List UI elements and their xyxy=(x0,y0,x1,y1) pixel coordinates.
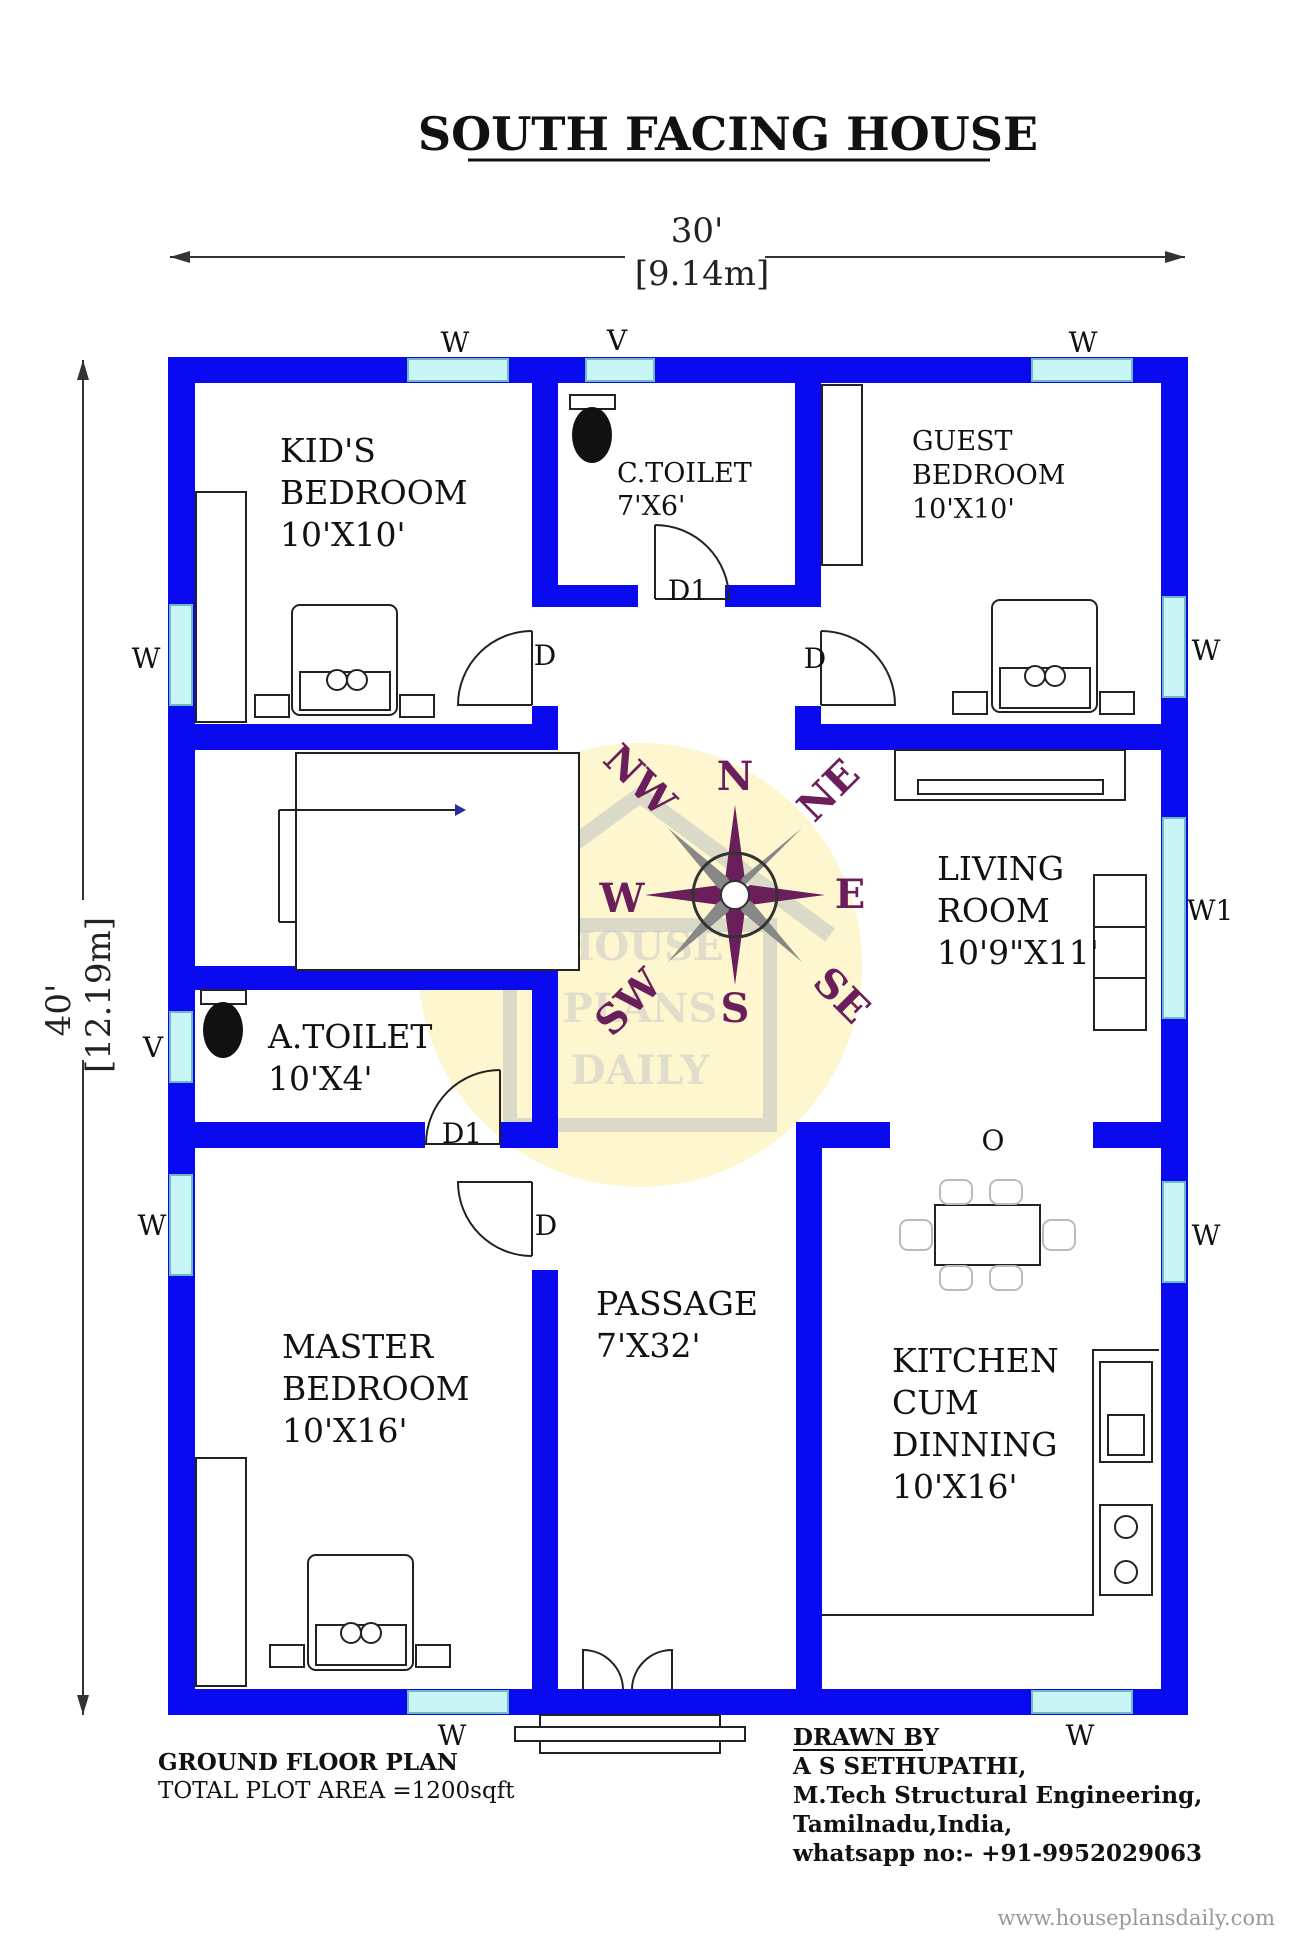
door-label: D xyxy=(534,639,556,672)
living-room-size: 10'9"X11' xyxy=(937,933,1099,972)
window-label: W xyxy=(438,1719,467,1752)
master-bedroom-label: MASTER xyxy=(282,1327,434,1366)
author-location: Tamilnadu,India, xyxy=(793,1811,1012,1838)
width-m: [9.14m] xyxy=(635,254,769,294)
author-qualification: M.Tech Structural Engineering, xyxy=(793,1782,1202,1809)
opening-label: O xyxy=(982,1124,1005,1157)
doors xyxy=(424,524,897,1754)
svg-text:PLANS: PLANS xyxy=(563,985,718,1032)
svg-text:DAILY: DAILY xyxy=(571,1047,710,1094)
compass-rose: N S E W NE NW SE SW xyxy=(586,735,879,1045)
footer: GROUND FLOOR PLAN TOTAL PLOT AREA =1200s… xyxy=(158,1724,1275,1930)
c-toilet-size: 7'X6' xyxy=(617,491,685,522)
walls xyxy=(168,357,1188,1715)
door-d1-label: D1 xyxy=(668,574,708,607)
master-bed xyxy=(269,1554,451,1671)
ventilator-label: V xyxy=(606,324,628,357)
kitchen-label: KITCHEN xyxy=(892,1341,1059,1380)
plot-area: TOTAL PLOT AREA =1200sqft xyxy=(158,1778,515,1804)
a-toilet-size: 10'X4' xyxy=(268,1059,373,1098)
svg-text:CUM: CUM xyxy=(892,1383,979,1422)
width-dimension: 30' [9.14m] xyxy=(170,211,1185,294)
guest-bed xyxy=(952,599,1135,715)
length-dimension: 40' [12.19m] xyxy=(39,360,120,1715)
ventilator-label: V xyxy=(142,1031,164,1064)
windows xyxy=(169,358,1186,1714)
kitchen-size: 10'X16' xyxy=(892,1467,1018,1506)
c-toilet-label: C.TOILET xyxy=(617,458,752,489)
width-ft: 30' xyxy=(671,211,724,251)
kids-bedroom-label: KID'S xyxy=(280,431,376,470)
website-url: www.houseplansdaily.com xyxy=(998,1906,1276,1930)
drawn-by: DRAWN BY xyxy=(793,1724,940,1751)
compass-s: S xyxy=(721,985,750,1032)
author-name: A S SETHUPATHI, xyxy=(792,1753,1026,1780)
window-label: W xyxy=(1192,1219,1221,1252)
room-labels: KID'S BEDROOM 10'X10' C.TOILET 7'X6' GUE… xyxy=(267,426,1099,1506)
guest-bedroom-size: 10'X10' xyxy=(912,494,1015,525)
compass-w: W xyxy=(599,875,646,922)
door-label: D xyxy=(535,1209,557,1242)
compass-n: N xyxy=(717,753,754,800)
opening-labels: W V W W W W1 V W W W W D D D1 D1 D O xyxy=(132,324,1234,1752)
svg-text:BEDROOM: BEDROOM xyxy=(282,1369,470,1408)
door-d1-label: D1 xyxy=(442,1117,482,1150)
master-bedroom-size: 10'X16' xyxy=(282,1411,408,1450)
svg-text:BEDROOM: BEDROOM xyxy=(912,460,1065,491)
length-m: [12.19m] xyxy=(79,917,119,1073)
window-label: W xyxy=(441,326,470,359)
guest-bedroom-label: GUEST xyxy=(912,426,1013,457)
plan-name: GROUND FLOOR PLAN xyxy=(158,1749,458,1776)
svg-text:DINNING: DINNING xyxy=(892,1425,1058,1464)
window-label: W xyxy=(132,642,161,675)
furniture xyxy=(195,384,1159,1687)
passage-label: PASSAGE xyxy=(596,1284,758,1323)
passage-size: 7'X32' xyxy=(596,1326,701,1365)
watermark: HOUSE PLANS DAILY xyxy=(418,743,862,1187)
author-contact: whatsapp no:- +91-9952029063 xyxy=(792,1840,1202,1867)
kids-bed xyxy=(254,604,435,718)
a-toilet-label: A.TOILET xyxy=(267,1017,432,1056)
compass-e: E xyxy=(835,871,866,918)
door-label: D xyxy=(804,642,826,675)
window-label: W xyxy=(1066,1719,1095,1752)
window-label: W xyxy=(138,1209,167,1242)
window-w1-label: W1 xyxy=(1187,894,1234,927)
window-label: W xyxy=(1192,634,1221,667)
kids-bedroom-size: 10'X10' xyxy=(280,515,406,554)
staircase xyxy=(278,752,580,971)
svg-text:BEDROOM: BEDROOM xyxy=(280,473,468,512)
length-ft: 40' xyxy=(39,984,79,1037)
window-label: W xyxy=(1069,326,1098,359)
svg-text:ROOM: ROOM xyxy=(937,891,1050,930)
plan-title: SOUTH FACING HOUSE xyxy=(418,107,1038,161)
living-room-label: LIVING xyxy=(937,849,1064,888)
